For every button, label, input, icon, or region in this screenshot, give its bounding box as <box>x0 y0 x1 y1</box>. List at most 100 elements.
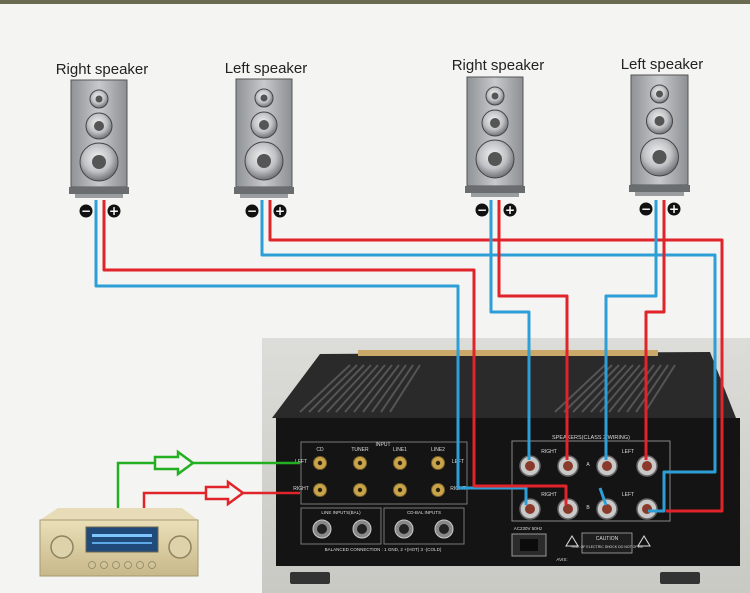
minus-icon <box>245 204 259 218</box>
minus-icon <box>79 204 93 218</box>
preamp-small-knob <box>136 561 144 569</box>
vent-slot <box>353 364 393 413</box>
speaker-base <box>69 187 129 194</box>
binding-posts <box>519 455 658 520</box>
vent-slot <box>563 364 613 413</box>
speaker-base <box>234 187 294 194</box>
plus-sign: + <box>505 203 515 217</box>
speaker-left-a-label: LEFT <box>622 449 634 455</box>
preamp-display <box>85 526 159 553</box>
rca-jack-center <box>317 487 323 493</box>
vent-slot <box>389 364 421 413</box>
amp-top-edge <box>358 350 658 356</box>
plus-sign: + <box>109 204 119 218</box>
ac-label: AC230V 50Hz <box>514 526 543 531</box>
preamplifier <box>39 508 199 577</box>
red-wire-speaker-4 <box>644 200 666 460</box>
minus-icon <box>475 203 489 217</box>
woofer-dome <box>652 150 667 164</box>
xlr-jack-center <box>357 524 367 534</box>
input-label-line1: LINE1 <box>393 447 407 453</box>
rca-jack-center <box>435 460 441 466</box>
xlr-jack-center <box>399 524 409 534</box>
input-section-box <box>300 441 468 505</box>
green-input-line <box>116 461 154 508</box>
speaker-base <box>465 186 525 193</box>
minus-sign: − <box>81 204 91 218</box>
minus-icon <box>639 202 653 216</box>
speaker-2: Left speaker−+ <box>225 60 308 218</box>
vent-slot <box>626 364 662 413</box>
preamp-small-knobs <box>88 561 156 569</box>
avis-label: AVIS: <box>556 557 567 562</box>
speaker-wires <box>94 200 724 513</box>
vent-slot <box>635 364 669 413</box>
caution-title: CAUTION <box>596 536 619 542</box>
binding-post-center <box>642 461 652 471</box>
speaker-base <box>629 185 690 192</box>
balanced-note: BALANCED CONNECTION : 1 GND, 2 +(HOT) 3 … <box>325 547 442 552</box>
midrange-dome <box>259 120 269 130</box>
rca-jack-center <box>435 487 441 493</box>
power-amplifier: INPUT CD TUNER LINE1 LINE2 LEFT RIGHT LE… <box>262 338 750 593</box>
rca-jack-center <box>357 487 363 493</box>
xlr-jack-center <box>317 524 327 534</box>
input-arrows <box>116 449 300 508</box>
tweeter-dome <box>656 90 663 98</box>
vent-slot <box>617 364 655 413</box>
xlr-jacks <box>312 519 454 539</box>
minus-sign: − <box>477 203 487 217</box>
speaker-3: Right speaker−+ <box>452 57 545 217</box>
amp-lid <box>272 352 736 418</box>
speaker-plinth <box>471 193 519 197</box>
minus-sign: − <box>247 204 257 218</box>
vent-slot <box>326 364 372 413</box>
input-left-label: LEFT <box>295 459 307 465</box>
input-label-line2: LINE2 <box>431 447 445 453</box>
plus-icon <box>273 204 287 218</box>
red-arrow-icon <box>204 479 246 507</box>
xlr-jack-center <box>439 524 449 534</box>
speaker-label: Left speaker <box>621 56 704 73</box>
terminal-b-label: B <box>586 505 590 511</box>
rca-jack-center <box>397 487 403 493</box>
preamp-knob-left <box>50 535 74 559</box>
speaker-plinth <box>635 192 684 196</box>
red-input-line <box>142 491 205 508</box>
midrange-dome <box>654 116 665 126</box>
vent-slot <box>308 364 358 413</box>
plus-sign: + <box>275 204 285 218</box>
speaker-1: Right speaker−+ <box>56 61 149 218</box>
blue-wire-speaker-1 <box>94 200 528 505</box>
input-title: INPUT <box>376 442 391 448</box>
bal-input-box-2 <box>383 507 465 545</box>
binding-post-center <box>563 461 573 471</box>
speakers-title: SPEAKERS(CLASS 2 WIRING) <box>552 435 630 441</box>
preamp-small-knob <box>100 561 108 569</box>
woofer-dome <box>488 152 502 166</box>
speaker-right-a-label: RIGHT <box>541 449 557 455</box>
woofer-dome <box>257 154 271 168</box>
plus-icon <box>503 203 517 217</box>
red-wire-speaker-1 <box>102 200 568 505</box>
ac-inlet-socket <box>520 539 538 551</box>
amp-foot-left <box>290 572 330 584</box>
midrange-dome <box>490 118 500 128</box>
bal-input-box-1 <box>300 507 382 545</box>
input-right-label: RIGHT <box>293 486 309 492</box>
blue-wire-stub <box>598 487 608 506</box>
plus-sign: + <box>669 202 679 216</box>
tweeter-dome <box>95 95 103 103</box>
red-wire-speaker-2 <box>268 200 724 513</box>
binding-post-center <box>525 504 535 514</box>
speaker-left-b-label: LEFT <box>622 492 634 498</box>
speaker-terminal-box <box>511 440 671 522</box>
preamp-small-knob <box>112 561 120 569</box>
vent-slot <box>317 364 365 413</box>
caution-text: RISK OF ELECTRIC SHOCK DO NOT OPEN <box>571 545 643 549</box>
speakers: Right speaker−+Left speaker−+Right speak… <box>56 56 704 218</box>
vent-slot <box>608 364 648 413</box>
top-border <box>0 0 750 4</box>
vent-slot <box>644 364 676 413</box>
woofer-dome <box>92 155 106 169</box>
